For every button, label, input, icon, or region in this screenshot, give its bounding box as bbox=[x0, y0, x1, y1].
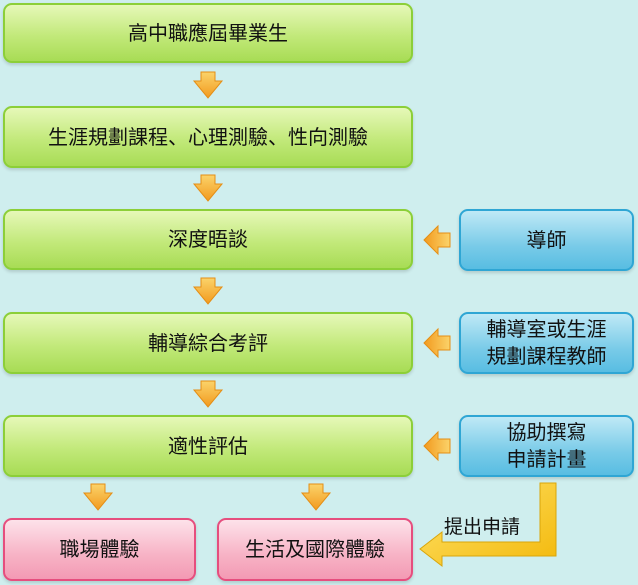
outcome-workplace-experience: 職場體驗 bbox=[3, 518, 196, 581]
outcome-workplace-experience-label: 職場體驗 bbox=[59, 537, 140, 561]
step-aptitude-assessment: 適性評估 bbox=[3, 415, 413, 477]
helper-counseling-office: 輔導室或生涯 規劃課程教師 bbox=[459, 312, 634, 374]
step-in-depth-interview: 深度晤談 bbox=[3, 209, 413, 270]
submit-connector-arrow bbox=[419, 482, 557, 568]
down-arrow-icon bbox=[192, 174, 224, 202]
outcome-life-international-experience-label: 生活及國際體驗 bbox=[245, 537, 385, 561]
left-arrow-icon bbox=[423, 224, 451, 256]
down-arrow-icon bbox=[82, 483, 114, 511]
step-graduates: 高中職應屆畢業生 bbox=[3, 3, 413, 63]
step-career-courses-tests: 生涯規劃課程、心理測驗、性向測驗 bbox=[3, 106, 413, 168]
step-comprehensive-evaluation: 輔導綜合考評 bbox=[3, 312, 413, 374]
down-arrow-icon bbox=[192, 277, 224, 305]
step-career-courses-tests-label: 生涯規劃課程、心理測驗、性向測驗 bbox=[48, 124, 368, 149]
step-in-depth-interview-label: 深度晤談 bbox=[168, 227, 248, 251]
submit-application-label: 提出申請 bbox=[444, 516, 521, 538]
helper-mentor: 導師 bbox=[459, 209, 634, 271]
helper-plan-writing-label: 協助撰寫 申請計畫 bbox=[506, 420, 587, 471]
helper-mentor-label: 導師 bbox=[526, 227, 567, 252]
down-arrow-icon bbox=[300, 483, 332, 511]
step-comprehensive-evaluation-label: 輔導綜合考評 bbox=[148, 330, 268, 355]
left-arrow-icon bbox=[423, 327, 451, 359]
helper-counseling-office-label: 輔導室或生涯 規劃課程教師 bbox=[486, 317, 607, 368]
down-arrow-icon bbox=[192, 380, 224, 408]
step-aptitude-assessment-label: 適性評估 bbox=[168, 433, 248, 458]
down-arrow-icon bbox=[192, 71, 224, 99]
outcome-life-international-experience: 生活及國際體驗 bbox=[217, 518, 413, 581]
step-graduates-label: 高中職應屆畢業生 bbox=[128, 20, 288, 45]
helper-plan-writing: 協助撰寫 申請計畫 bbox=[459, 415, 634, 477]
left-arrow-icon bbox=[423, 430, 451, 462]
